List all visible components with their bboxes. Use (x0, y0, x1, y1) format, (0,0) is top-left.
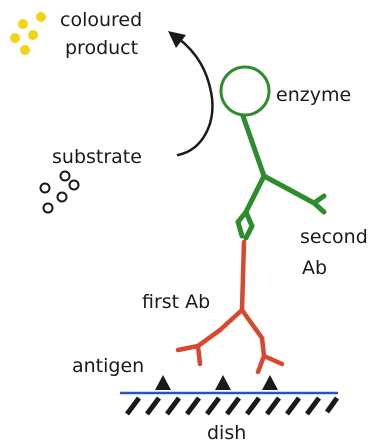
antigen-triangle (262, 375, 278, 390)
first-ab-label: first Ab (142, 291, 210, 313)
product-dot (36, 12, 46, 22)
antigen-label: antigen (72, 355, 144, 377)
reaction-arrow (168, 31, 214, 157)
antigens (155, 375, 278, 390)
arrowhead-icon (168, 31, 186, 48)
dish-hatching (125, 396, 340, 416)
substrate-circle (56, 191, 68, 203)
substrate-circle (59, 170, 71, 182)
antigen-triangle (155, 375, 171, 390)
product-dot (18, 19, 28, 29)
coloured-product-dots (10, 12, 46, 55)
first-antibody (175, 239, 285, 375)
substrate-molecules (39, 170, 80, 214)
coloured-label: coloured (60, 9, 142, 31)
second-ab-label-line1: second (300, 226, 368, 248)
second-antibody (235, 113, 327, 241)
antigen-triangle (215, 375, 231, 390)
enzyme-circle (219, 65, 271, 117)
product-label: product (65, 37, 138, 59)
substrate-circle (39, 182, 51, 194)
product-dot (28, 30, 38, 40)
substrate-circle (42, 202, 54, 214)
dish-label: dish (207, 422, 246, 444)
substrate-circle (68, 179, 80, 191)
product-dot (20, 45, 30, 55)
product-dot (10, 33, 20, 43)
second-ab-label-line2: Ab (302, 257, 327, 279)
enzyme-label: enzyme (276, 84, 351, 106)
substrate-label: substrate (52, 146, 142, 168)
